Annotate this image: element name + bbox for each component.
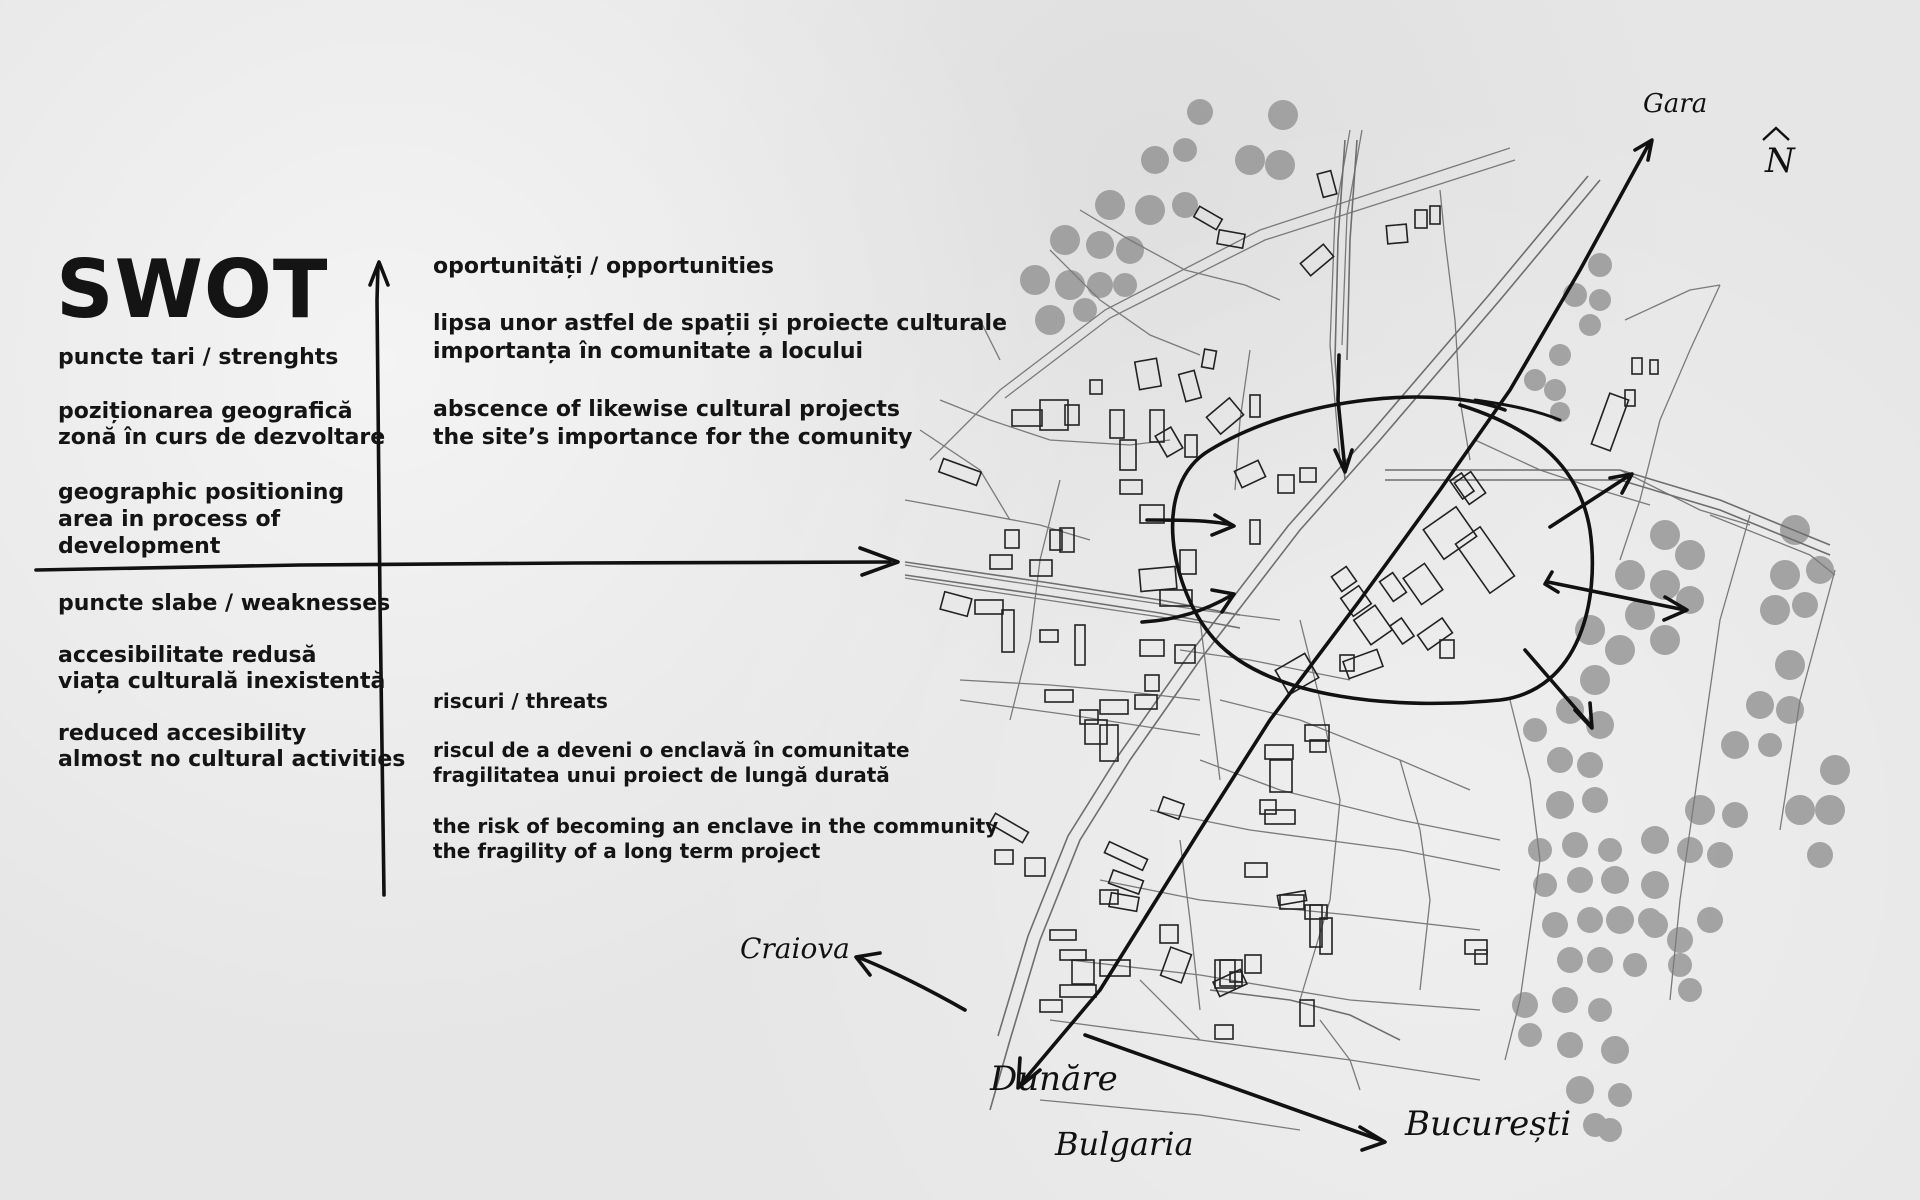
opportunities-en-line: the site’s importance for the comunity: [433, 425, 913, 450]
weaknesses-ro-line: accesibilitate redusă: [58, 643, 317, 668]
handwritten-labels: Gara N Craiova Dunăre Bulgaria București: [740, 89, 1796, 1163]
weaknesses-en-line: reduced accesibility: [58, 721, 307, 746]
parcel-lines: [904, 129, 1836, 1131]
south-label-country: Bulgaria: [1054, 1125, 1194, 1163]
threats-en-line: the risk of becoming an enclave in the c…: [433, 814, 999, 838]
access-arrows: [34, 138, 1689, 1152]
weaknesses-en-line: almost no cultural activities: [58, 747, 406, 772]
weaknesses-ro-line: viața culturală inexistentă: [58, 669, 386, 694]
threats-heading: riscuri / threats: [433, 689, 608, 713]
opportunities-ro-line: lipsa unor astfel de spații și proiecte …: [433, 311, 1007, 336]
strengths-ro-line: zonă în curs de dezvoltare: [58, 425, 386, 450]
west-road-label: Craiova: [740, 932, 850, 965]
weaknesses-heading: puncte slabe / weaknesses: [58, 591, 391, 616]
tree-clusters: [1020, 99, 1850, 1142]
south-label-river: Dunăre: [989, 1059, 1118, 1099]
roads: [904, 139, 1831, 1111]
strengths-en-line: area in process of: [58, 507, 281, 532]
opportunities-heading: oportunități / opportunities: [433, 254, 775, 279]
north-marker: N: [1764, 141, 1796, 181]
opportunities-en-line: abscence of likewise cultural projects: [433, 397, 901, 422]
threats-ro-line: fragilitatea unui proiect de lungă durat…: [433, 763, 890, 787]
opportunities-ro-line: importanța în comunitate a locului: [433, 339, 864, 364]
east-road-label: București: [1404, 1104, 1571, 1144]
buildings: [937, 169, 1659, 1040]
strengths-en-line: geographic positioning: [58, 480, 345, 505]
intervention-zone: [1170, 395, 1595, 706]
threats-ro-line: riscul de a deveni o enclavă în comunita…: [433, 738, 910, 762]
north-caret-icon: [1762, 126, 1790, 141]
north-road-label: Gara: [1643, 89, 1707, 119]
strengths-heading: puncte tari / strenghts: [58, 345, 339, 370]
threats-en-line: the fragility of a long term project: [433, 839, 821, 863]
strengths-en-line: development: [58, 534, 221, 559]
swot-title: SWOT: [56, 243, 329, 336]
strengths-ro-line: poziționarea geografică: [58, 399, 353, 424]
